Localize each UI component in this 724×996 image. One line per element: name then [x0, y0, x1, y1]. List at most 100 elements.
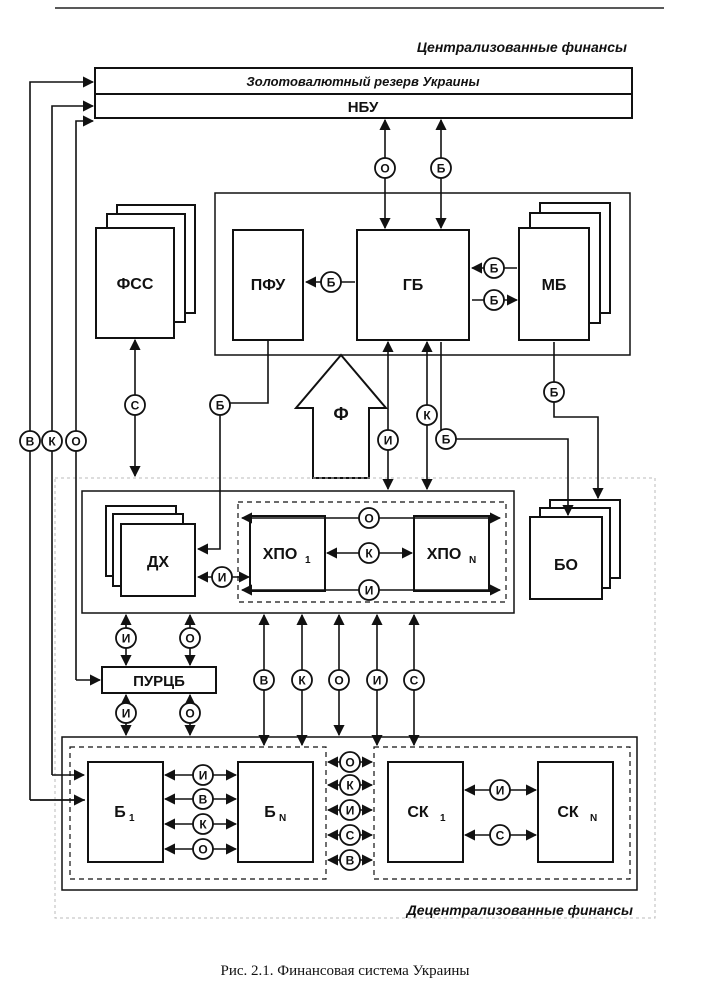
link-type-label: Б — [490, 294, 499, 308]
hpon-label: ХПО — [427, 546, 462, 563]
link-type-label: О — [71, 435, 80, 449]
link-circle — [41, 430, 63, 452]
hpon-box — [413, 515, 490, 592]
insurance-dashed-frame — [373, 746, 631, 880]
financial-institutions-frame — [61, 736, 638, 891]
link-circle — [403, 669, 425, 691]
link-type-label: И — [122, 632, 131, 646]
link-circle — [291, 669, 313, 691]
hpo1-sub: 1 — [305, 555, 311, 566]
bo-box — [529, 516, 603, 600]
link-circle — [192, 764, 214, 786]
link-circle — [115, 627, 137, 649]
link-type-label: О — [345, 756, 354, 770]
mb-label: МБ — [542, 277, 567, 294]
link-circle — [435, 428, 457, 450]
link-type-label: К — [346, 779, 354, 793]
centralized-title: Централизованные финансы — [417, 39, 627, 55]
link-circle — [430, 157, 452, 179]
link-circle — [366, 669, 388, 691]
link-type-label: Б — [490, 262, 499, 276]
link-type-label: И — [218, 571, 227, 585]
link-type-label: С — [496, 829, 505, 843]
link-circle — [483, 289, 505, 311]
nbu-box — [94, 93, 633, 119]
hpo-dashed-frame — [237, 501, 507, 603]
dh-box — [120, 523, 196, 597]
f-arrow-label: Ф — [333, 404, 348, 424]
link-type-label: Б — [437, 162, 446, 176]
link-type-label: О — [334, 674, 343, 688]
link-circle — [543, 381, 565, 403]
link-circle — [358, 579, 380, 601]
link-type-label: К — [423, 409, 431, 423]
link-type-label: К — [48, 435, 56, 449]
link-circle — [374, 157, 396, 179]
link-circle — [339, 824, 361, 846]
link-type-label: О — [380, 162, 389, 176]
link-type-label: И — [373, 674, 382, 688]
link-type-label: С — [346, 829, 355, 843]
link-circle — [489, 824, 511, 846]
pfu-label: ПФУ — [251, 277, 287, 294]
decentralized-title: Децентрализованные финансы — [406, 902, 633, 918]
purcb-label: ПУРЦБ — [133, 673, 185, 690]
link-type-label: И — [365, 584, 374, 598]
bn-label: Б — [264, 804, 276, 821]
link-circle — [339, 751, 361, 773]
link-circle — [124, 394, 146, 416]
link-type-label: И — [199, 769, 208, 783]
gb-box — [356, 229, 470, 341]
fss-label: ФСС — [117, 276, 154, 293]
link-circle — [192, 838, 214, 860]
link-type-label: И — [496, 784, 505, 798]
link-circle — [339, 799, 361, 821]
skn-label: СК — [557, 804, 579, 821]
link-circle — [209, 394, 231, 416]
skn-sub: N — [590, 813, 597, 824]
link-circle — [416, 404, 438, 426]
purcb-box — [101, 666, 217, 694]
link-type-label: О — [185, 632, 194, 646]
link-type-label: В — [260, 674, 269, 688]
link-type-label: О — [364, 512, 373, 526]
link-circle — [483, 257, 505, 279]
link-type-label: И — [122, 707, 131, 721]
link-circle — [320, 271, 342, 293]
b1-label: Б — [114, 804, 126, 821]
f-arrow — [293, 353, 389, 479]
link-type-label: К — [199, 818, 207, 832]
link-circle — [489, 779, 511, 801]
link-type-label: О — [198, 843, 207, 857]
bn-sub: N — [279, 813, 286, 824]
banks-dashed-frame — [69, 746, 327, 880]
hpo1-label: ХПО — [263, 546, 298, 563]
sk1-box — [387, 761, 464, 863]
link-circle — [358, 542, 380, 564]
link-type-label: И — [384, 434, 393, 448]
link-type-label: Б — [216, 399, 225, 413]
link-circle — [179, 702, 201, 724]
hpon-sub: N — [469, 555, 476, 566]
nbu-label: НБУ — [348, 99, 379, 116]
reserve-label: Золотовалютный резерв Украины — [246, 74, 479, 89]
link-type-label: Б — [550, 386, 559, 400]
link-circle — [192, 813, 214, 835]
bn-box — [237, 761, 314, 863]
bo-label: БО — [554, 557, 578, 574]
mb-box — [518, 227, 590, 341]
link-type-label: О — [185, 707, 194, 721]
link-circle — [192, 788, 214, 810]
link-circle — [65, 430, 87, 452]
link-circle — [377, 429, 399, 451]
link-type-label: С — [410, 674, 419, 688]
gb-label: ГБ — [403, 277, 424, 294]
b1-sub: 1 — [129, 813, 135, 824]
link-circle — [328, 669, 350, 691]
link-circle — [211, 566, 233, 588]
link-type-label: К — [298, 674, 306, 688]
link-circle — [253, 669, 275, 691]
link-circle — [19, 430, 41, 452]
